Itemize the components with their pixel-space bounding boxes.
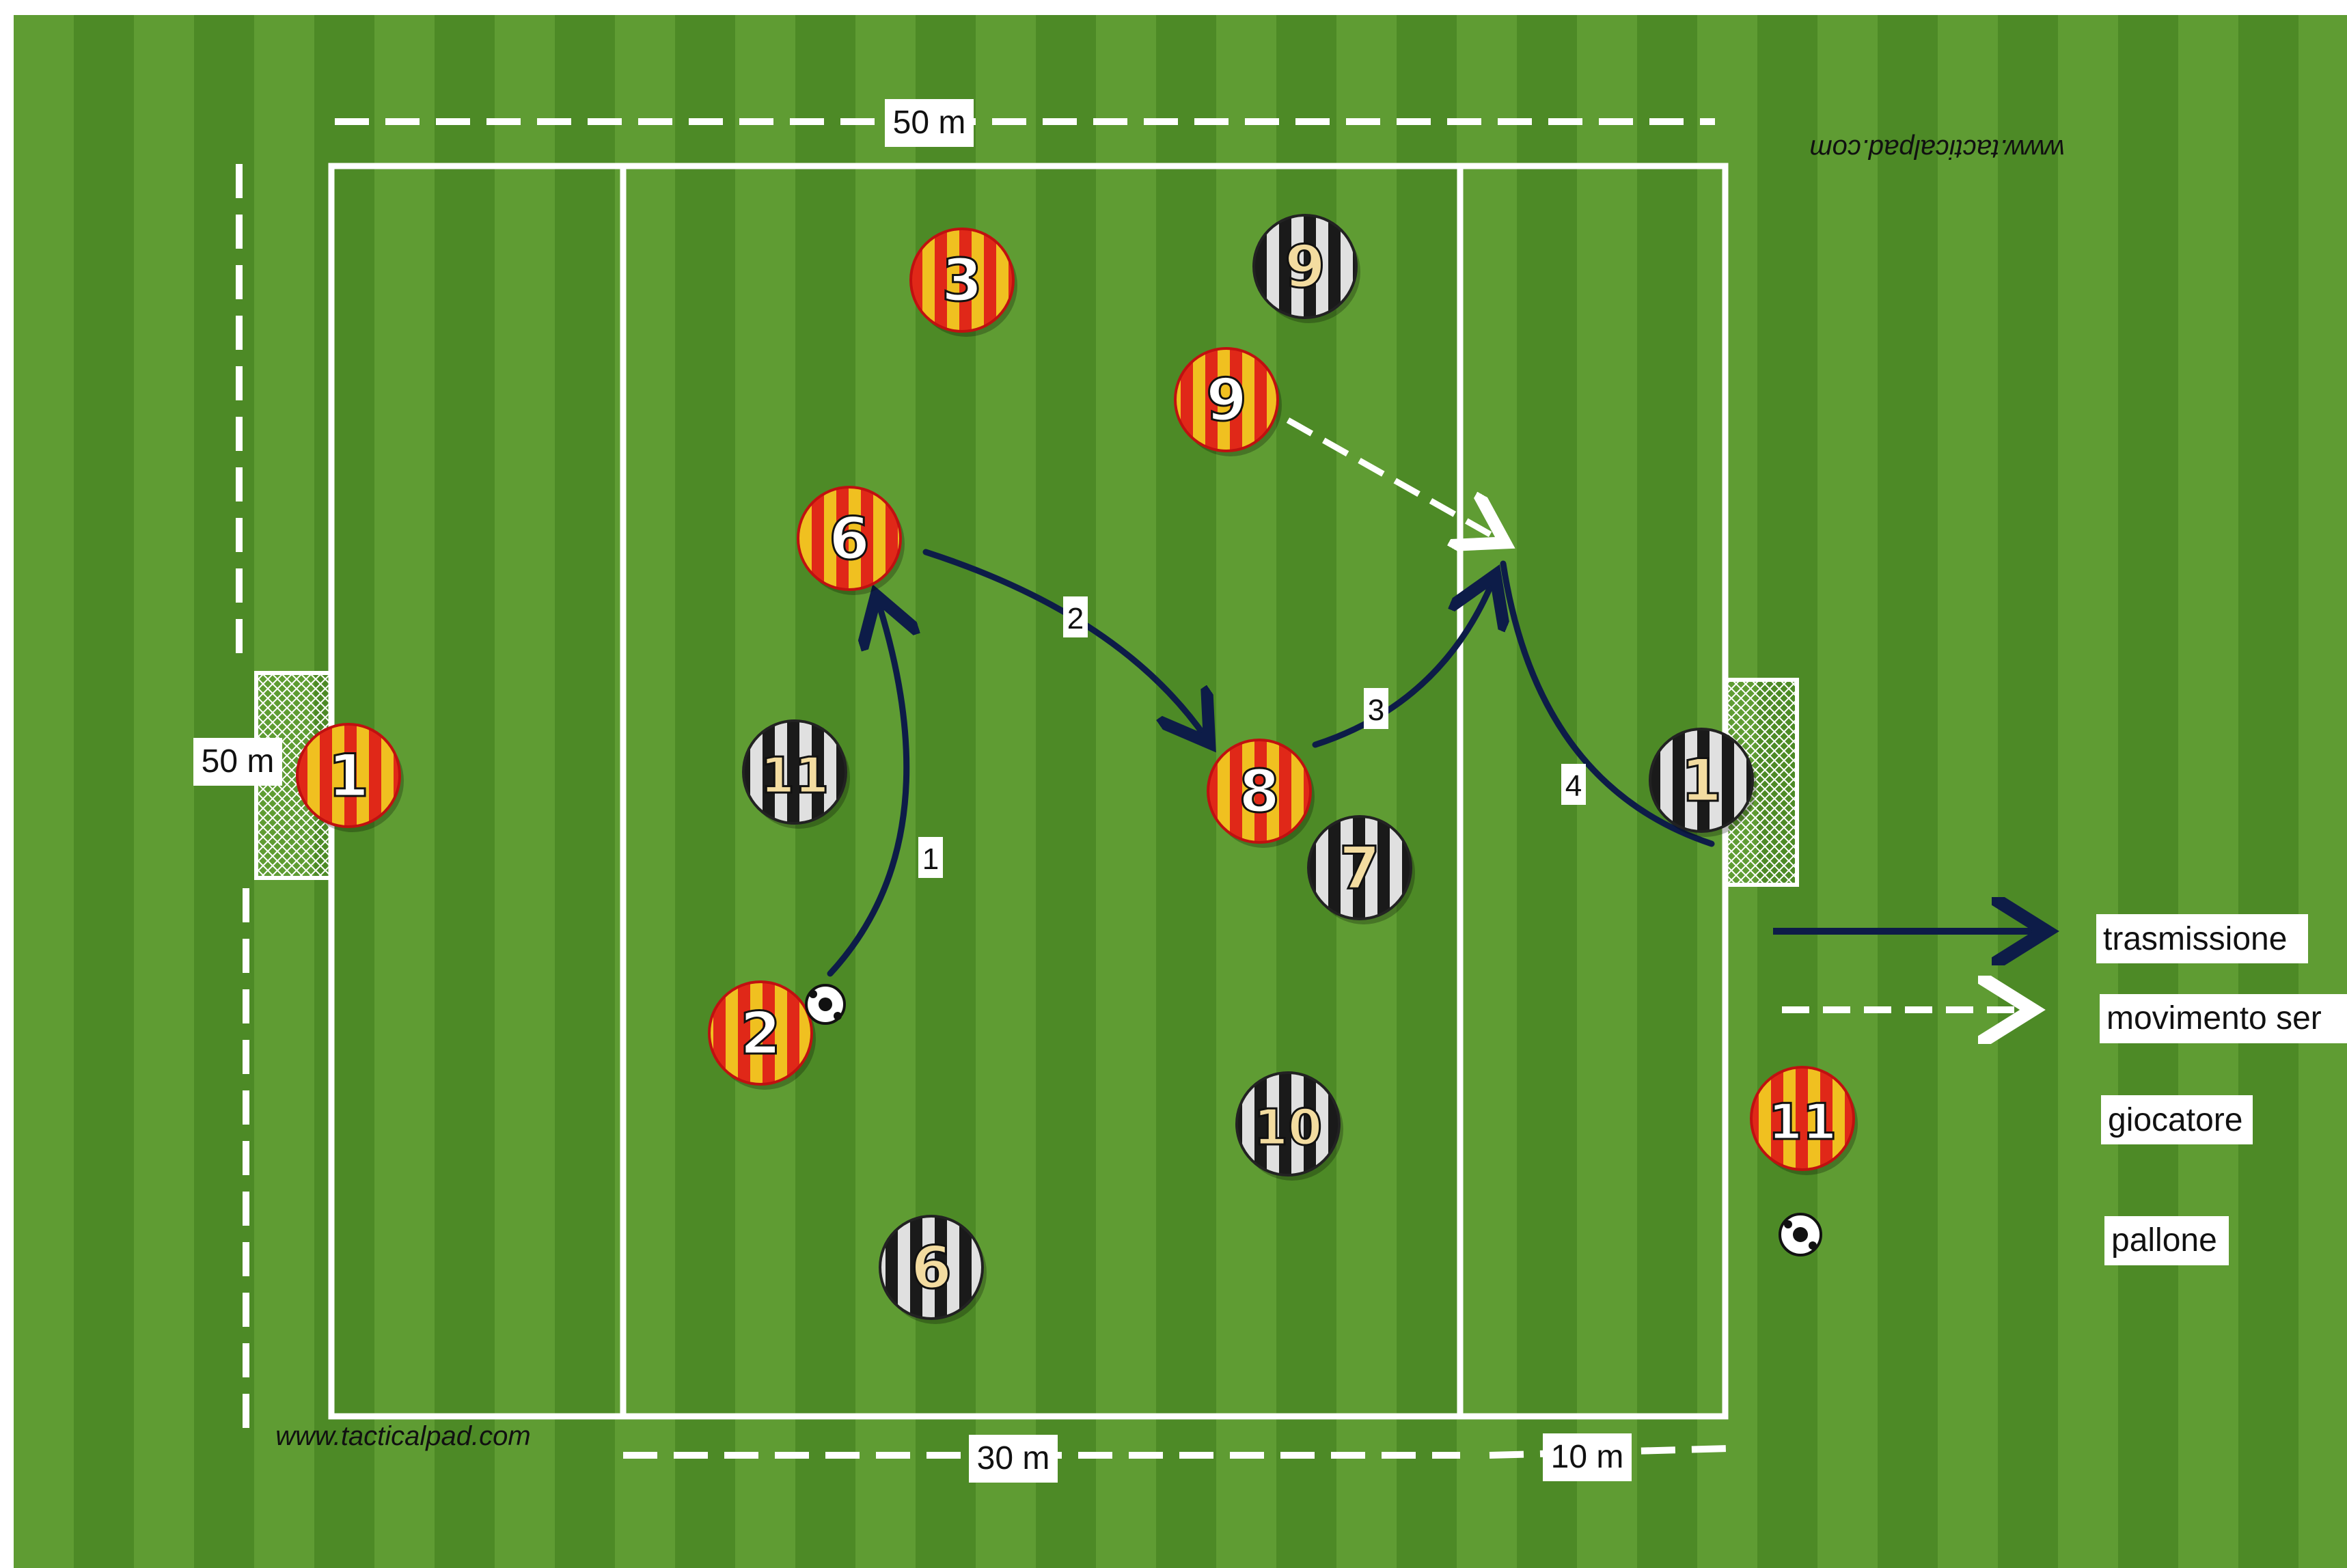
player-red-6: 6 (798, 487, 905, 595)
dimension-label-bottom-zone: 10 m (1543, 1433, 1632, 1481)
player-number: 8 (1239, 758, 1280, 826)
pitch-lines (331, 166, 1725, 1416)
player-number: 11 (760, 747, 829, 804)
player-number: 11 (1768, 1093, 1837, 1151)
player-number: 2 (740, 1000, 781, 1068)
player-red-2: 2 (709, 982, 816, 1090)
player-number: 1 (328, 742, 369, 810)
dimension-text-bottom-main: 30 m (977, 1440, 1050, 1476)
player-black-7: 7 (1308, 816, 1415, 924)
pass-label-1: 1 (918, 837, 943, 878)
legend-player: 11 (1751, 1067, 1858, 1175)
player-number: 3 (942, 247, 983, 315)
pass-label-2: 2 (1063, 596, 1088, 637)
player-black-10: 10 (1237, 1073, 1343, 1181)
legend-ball-label: pallone (2111, 1222, 2217, 1258)
dimension-label-left: 50 m (193, 738, 282, 786)
pass-label-4: 4 (1561, 764, 1586, 805)
pass-arrow-2 (926, 552, 1206, 738)
dimension-label-top: 50 m (885, 99, 974, 147)
dimension-label-bottom-main: 30 m (969, 1435, 1058, 1483)
player-number: 10 (1254, 1099, 1322, 1156)
pass-number-3: 3 (1368, 693, 1384, 727)
legend-pass-label: trasmissione (2103, 921, 2287, 957)
player-number: 9 (1285, 233, 1326, 301)
dimension-text-bottom-zone: 10 m (1551, 1439, 1624, 1475)
legend-movement-label: movimento ser (2106, 1000, 2322, 1036)
player-black-9: 9 (1254, 215, 1360, 323)
match-ball (806, 985, 845, 1023)
players: 1 2 3 6 8 9 1 6 7 9 10 11 (297, 215, 1757, 1324)
player-number: 1 (1681, 747, 1722, 815)
player-number: 7 (1339, 834, 1380, 903)
player-red-3: 3 (911, 229, 1017, 337)
pass-number-4: 4 (1565, 769, 1582, 803)
pass-number-2: 2 (1067, 602, 1084, 635)
movement-arrow (1288, 420, 1500, 540)
dimension-text-left: 50 m (202, 743, 275, 780)
player-red-9: 9 (1175, 348, 1282, 456)
pass-number-1: 1 (922, 842, 939, 876)
pass-label-3: 3 (1364, 688, 1388, 729)
player-red-11: 11 (1751, 1067, 1858, 1175)
player-black-11: 11 (743, 721, 850, 829)
pass-arrow-3 (1315, 581, 1493, 745)
legend-player-label: giocatore (2108, 1102, 2242, 1138)
player-number: 9 (1206, 366, 1247, 435)
player-number: 6 (911, 1234, 952, 1302)
watermark-top: www.tacticalpad.com (1809, 134, 2064, 164)
legend-ball-icon (1780, 1214, 1821, 1255)
watermark-bottom: www.tacticalpad.com (275, 1421, 530, 1451)
dimension-text-top: 50 m (893, 105, 966, 141)
field-boundary (331, 166, 1725, 1416)
legend: trasmissione movimento ser 11 giocatore … (1751, 914, 2347, 1265)
player-number: 6 (829, 505, 870, 573)
player-black-6: 6 (880, 1216, 987, 1324)
player-red-8: 8 (1208, 740, 1315, 848)
